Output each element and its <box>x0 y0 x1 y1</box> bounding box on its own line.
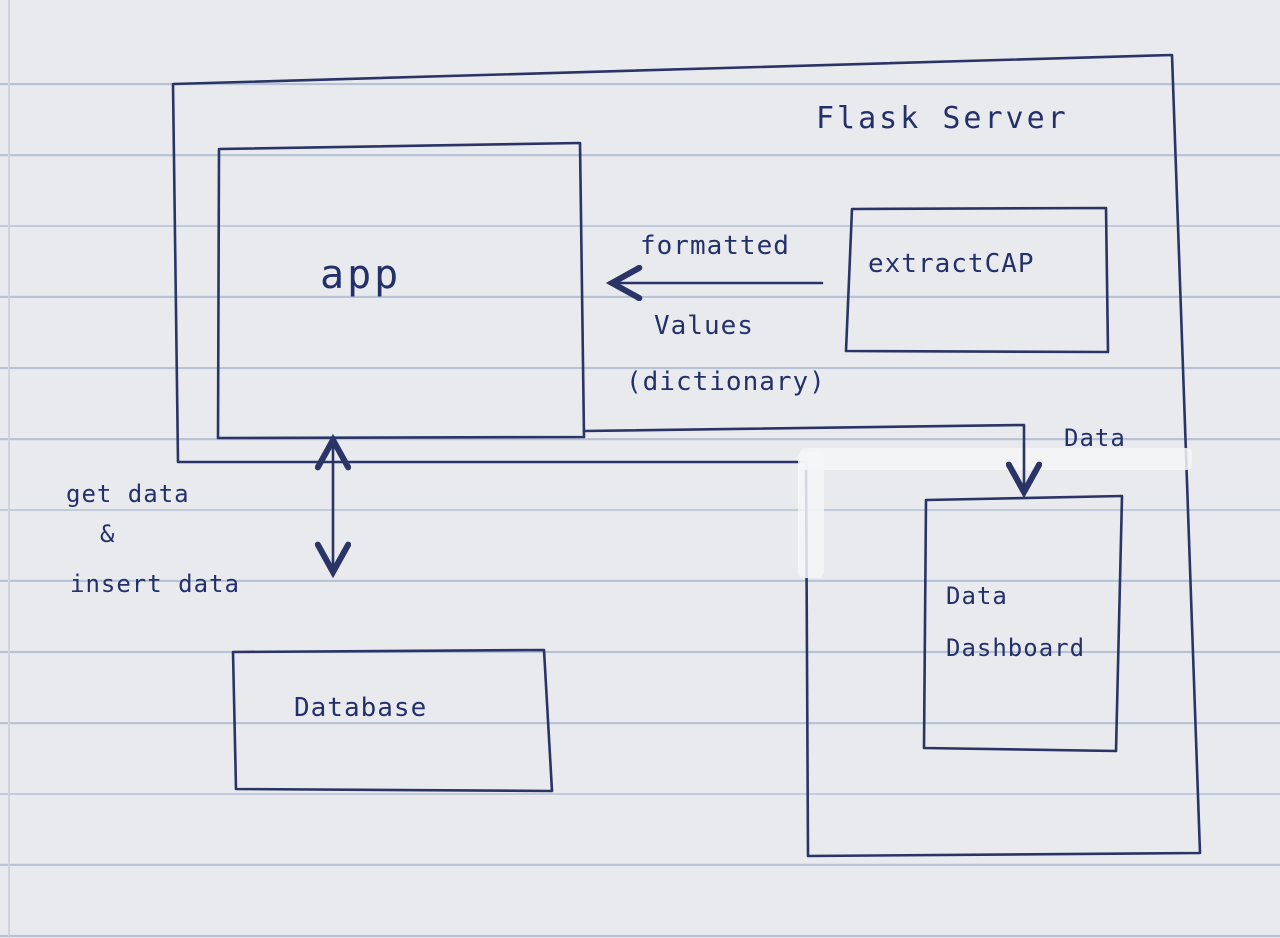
app-label: app <box>320 252 401 298</box>
dashboard-label-line2: Dashboard <box>946 634 1085 662</box>
insert-data-label: insert data <box>70 570 240 598</box>
correction-mark-vertical <box>798 452 824 578</box>
app-to-dashboard-arrow <box>582 423 1024 492</box>
data-arrow-label: Data <box>1064 424 1126 452</box>
data-dashboard-box <box>922 494 1124 753</box>
dictionary-label: (dictionary) <box>626 367 826 397</box>
extractcap-box <box>844 206 1110 354</box>
flask-server-label: Flask Server <box>816 101 1069 136</box>
page-margin-line <box>8 0 10 938</box>
correction-mark <box>800 448 1192 470</box>
ampersand-label: & <box>100 520 115 548</box>
database-box <box>231 648 554 793</box>
dashboard-label-line1: Data <box>946 582 1008 610</box>
database-label: Database <box>294 693 427 723</box>
app-box <box>216 141 586 440</box>
extractcap-label: extractCAP <box>868 249 1035 279</box>
values-label: Values <box>654 311 754 341</box>
formatted-label: formatted <box>640 231 790 261</box>
flask-server-boundary <box>171 53 1202 858</box>
get-data-label: get data <box>66 480 190 508</box>
